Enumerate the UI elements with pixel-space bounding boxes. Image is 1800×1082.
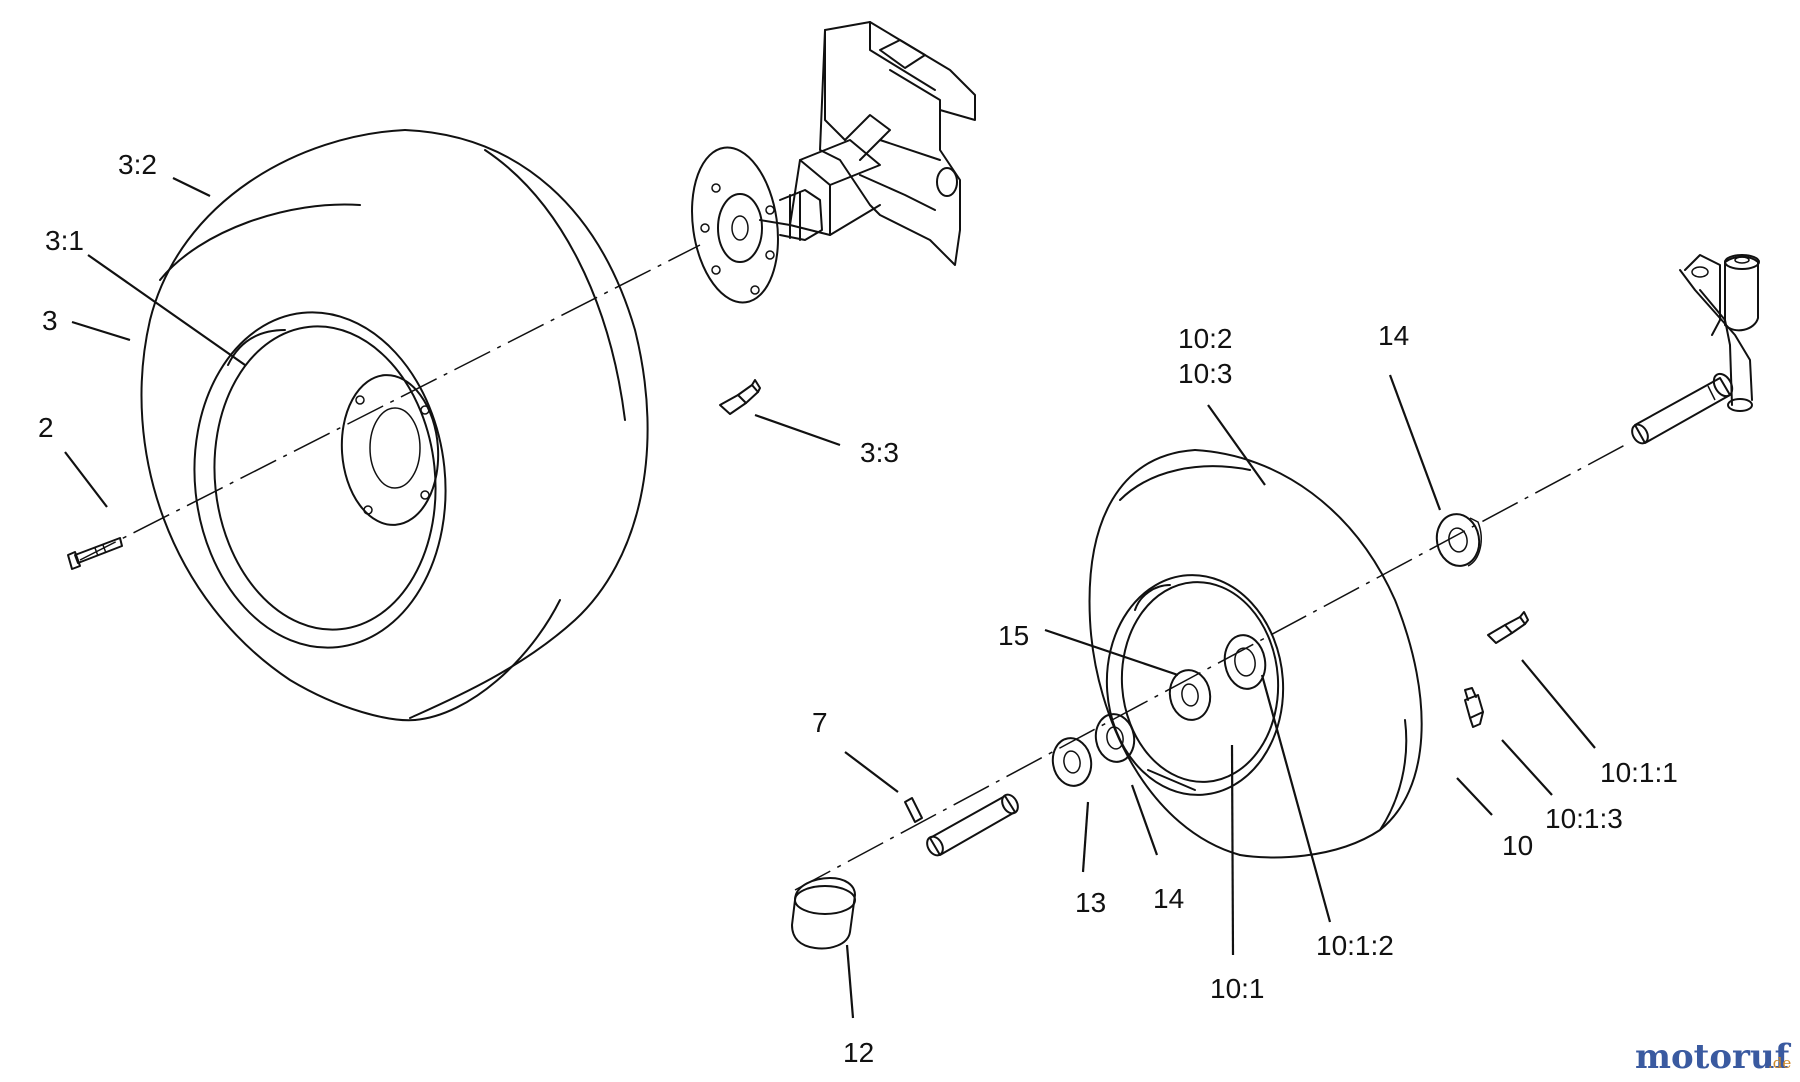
left-wheel [140,129,649,722]
valve-stem-3-3 [719,379,761,415]
hub-flange [691,146,823,304]
callout-10: 10 [1502,830,1533,861]
callout-10-1: 10:1 [1210,973,1265,1004]
callout-10-1-3: 10:1:3 [1545,803,1623,834]
leader-lines [64,177,1596,1019]
callout-3-2: 3:2 [118,149,157,180]
callout-2: 2 [38,412,54,443]
grease-fitting-10-1-3 [1464,687,1484,728]
callout-10-2: 10:2 [1178,323,1233,354]
bolt-2 [67,537,123,570]
washer-14-top [1435,513,1482,567]
watermark-logo: motoruf .de [1635,1037,1792,1077]
callout-14-bottom: 14 [1153,883,1184,914]
caster-wheel [1088,449,1423,859]
spacer-15 [1168,669,1212,721]
valve-stem-10-1-1 [1487,611,1529,644]
callout-10-1-2: 10:1:2 [1316,930,1394,961]
callout-7: 7 [812,707,828,738]
axle-pin [904,793,1019,857]
washer-14-front [1094,713,1136,763]
axle-frame [759,21,976,266]
callout-3-1: 3:1 [45,225,84,256]
callout-3: 3 [42,305,58,336]
callout-14-top: 14 [1378,320,1409,351]
caster-fork [1631,254,1760,445]
hub-cap-12 [791,877,856,950]
caster-axis [794,444,1626,891]
callout-12: 12 [843,1037,874,1068]
callout-15: 15 [998,620,1029,651]
callout-10-1-1: 10:1:1 [1600,757,1678,788]
washer-13 [1051,737,1093,787]
callout-13: 13 [1075,887,1106,918]
left-axis [79,244,701,561]
watermark-tld: .de [1768,1054,1791,1072]
callout-3-3: 3:3 [860,437,899,468]
callout-10-3: 10:3 [1178,358,1233,389]
watermark-text: motoruf [1635,1037,1792,1077]
